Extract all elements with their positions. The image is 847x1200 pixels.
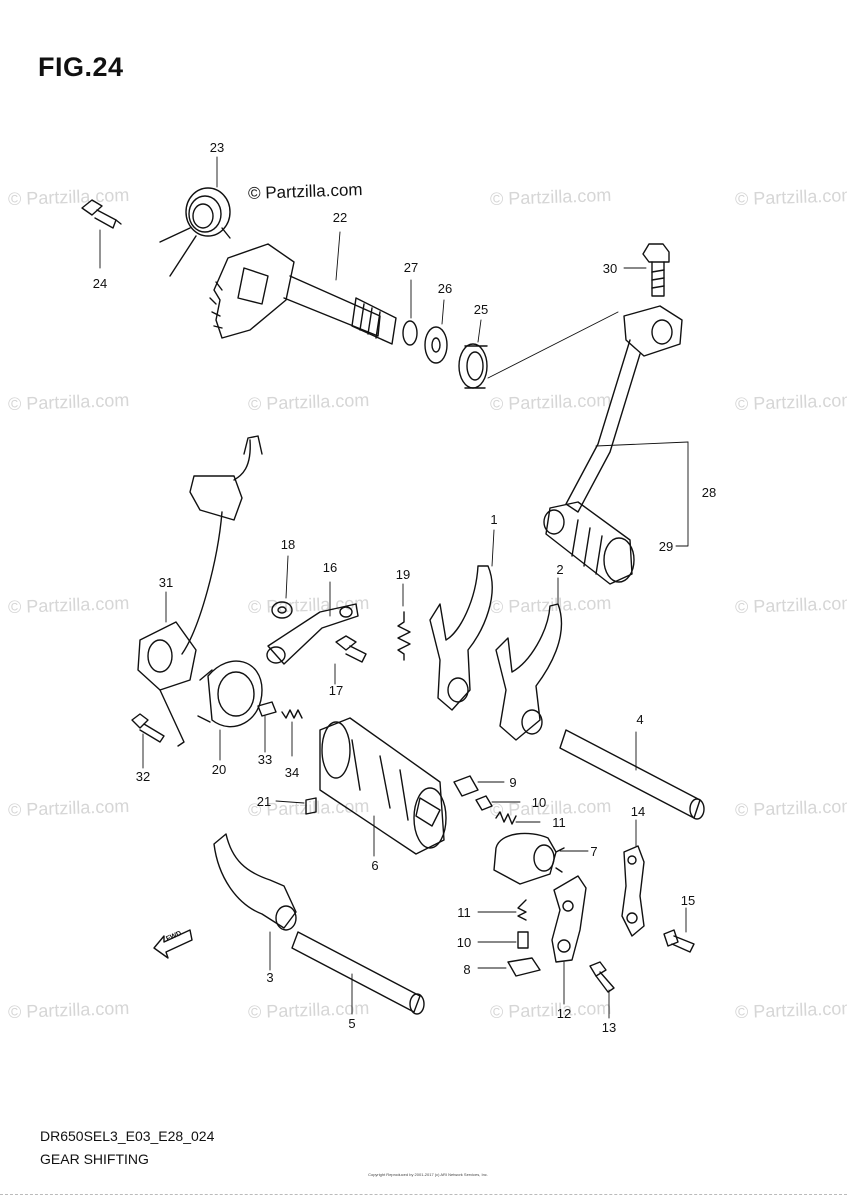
part-19-spring	[397, 611, 411, 661]
part-30-pinch-bolt	[642, 243, 670, 297]
part-13-screw	[589, 961, 615, 993]
leader-21	[275, 800, 305, 804]
part-16-stopper-arm	[266, 603, 359, 665]
part-9-cam-stopper	[453, 775, 479, 797]
part-5-fork-shaft	[291, 931, 425, 1015]
part-17-bolt	[335, 635, 367, 663]
callout-19: 19	[395, 567, 411, 582]
callout-10b: 10	[456, 935, 472, 950]
callout-23: 23	[209, 140, 225, 155]
part-26-washer	[424, 326, 448, 364]
leader-28-29	[675, 441, 689, 547]
callout-30: 30	[602, 261, 618, 276]
callout-14: 14	[630, 804, 646, 819]
diagram-code: DR650SEL3_E03_E28_024	[40, 1128, 215, 1144]
part-10-pin-lower	[517, 931, 529, 949]
part-12-pawl-lifter	[551, 875, 587, 963]
callout-4: 4	[636, 712, 644, 727]
callout-11b: 11	[457, 905, 471, 920]
shaft-axis-line	[487, 311, 619, 379]
leader-22	[335, 231, 341, 281]
callout-7: 7	[590, 844, 598, 859]
part-7-cam-driven-gear	[493, 832, 565, 885]
part-11-spring	[495, 811, 517, 825]
callout-21: 21	[256, 794, 272, 809]
part-27-circlip	[402, 320, 418, 346]
callout-5: 5	[348, 1016, 356, 1031]
part-29-shift-rubber	[543, 501, 635, 585]
part-28-gearshift-lever	[565, 305, 689, 513]
fine-print-copyright: Copyright Reproduced by 2001-2017 (c) AR…	[368, 1172, 488, 1177]
part-1-shift-fork	[429, 565, 493, 711]
callout-28: 28	[701, 485, 717, 500]
part-2-shift-fork	[495, 603, 563, 741]
part-24-bolt	[81, 199, 122, 229]
part-23-return-spring	[159, 187, 231, 277]
leader-26	[441, 299, 445, 325]
part-14-guide-plate	[621, 845, 645, 937]
leader-25	[477, 319, 482, 343]
callout-20: 20	[211, 762, 227, 777]
leader-18	[285, 555, 289, 599]
forward-direction-arrow	[153, 929, 193, 959]
page-bottom-rule	[0, 1194, 847, 1195]
part-33-pin	[257, 701, 277, 717]
callout-11a: 11	[552, 815, 566, 830]
part-21-pin	[305, 797, 317, 815]
part-31-gear-position-switch	[137, 435, 263, 747]
part-3-shift-fork	[213, 833, 297, 931]
diagram-name: GEAR SHIFTING	[40, 1151, 149, 1167]
callout-10a: 10	[531, 795, 547, 810]
callout-18: 18	[280, 537, 296, 552]
part-18-washer	[271, 601, 293, 619]
callout-33: 33	[257, 752, 273, 767]
callout-3: 3	[266, 970, 274, 985]
callout-13: 13	[601, 1020, 617, 1035]
part-32-screw	[131, 713, 165, 743]
callout-16: 16	[322, 560, 338, 575]
callout-9: 9	[509, 775, 517, 790]
part-20-stopper-plate	[197, 660, 263, 728]
figure-title: FIG.24	[38, 52, 124, 82]
part-22-gearshift-shaft	[209, 243, 397, 345]
callout-26: 26	[437, 281, 453, 296]
part-8-pawl	[507, 957, 541, 977]
callout-1: 1	[490, 512, 498, 527]
callout-17: 17	[328, 683, 344, 698]
callout-12: 12	[556, 1006, 572, 1021]
leader-1	[491, 529, 495, 567]
callout-6: 6	[371, 858, 379, 873]
callout-29: 29	[658, 539, 674, 554]
callout-22: 22	[332, 210, 348, 225]
part-4-fork-shaft	[559, 729, 705, 820]
callout-27: 27	[403, 260, 419, 275]
part-6-shift-cam-drum	[319, 717, 447, 855]
part-25-oil-seal	[458, 343, 488, 389]
part-11-spring-lower	[517, 899, 527, 921]
part-34-spring	[281, 709, 303, 719]
part-15-screw	[663, 929, 695, 953]
part-10-pin	[475, 795, 493, 811]
callout-32: 32	[135, 769, 151, 784]
callout-8: 8	[463, 962, 471, 977]
callout-2: 2	[556, 562, 564, 577]
callout-24: 24	[92, 276, 108, 291]
callout-34: 34	[284, 765, 300, 780]
callout-31: 31	[158, 575, 174, 590]
callout-15: 15	[680, 893, 696, 908]
callout-25: 25	[473, 302, 489, 317]
